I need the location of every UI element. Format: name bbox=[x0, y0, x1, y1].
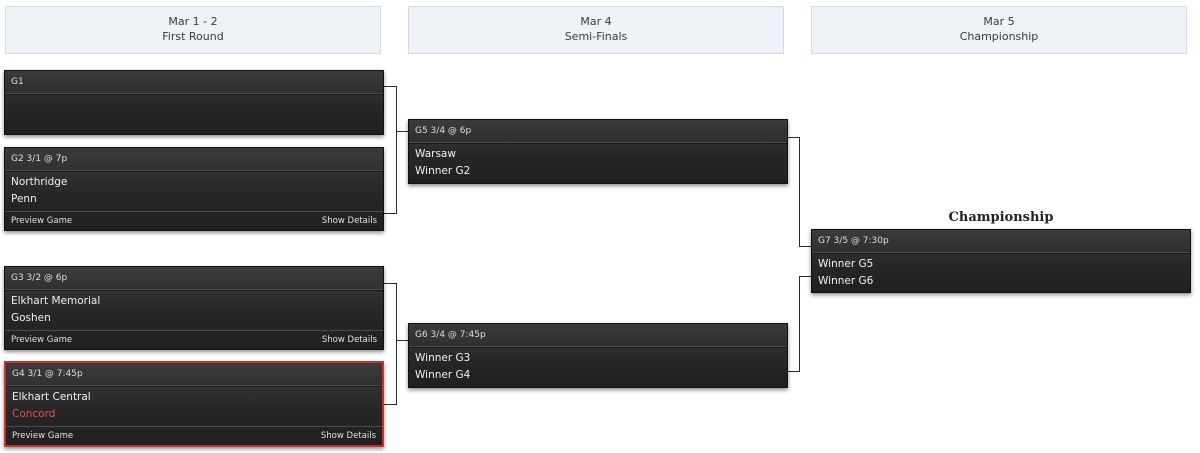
round-header-first-round: Mar 1 - 2 First Round bbox=[5, 6, 381, 54]
team-name[interactable]: Goshen bbox=[11, 312, 51, 324]
connector-into-g6 bbox=[396, 340, 408, 341]
game-header: G6 3/4 @ 7:45p bbox=[409, 324, 787, 347]
team-list: Winner G5 Winner G6 bbox=[812, 253, 1190, 293]
game-header: G1 bbox=[5, 71, 383, 94]
game-card-g6[interactable]: G6 3/4 @ 7:45p Winner G3 Winner G4 bbox=[408, 323, 788, 388]
show-details-link[interactable]: Show Details bbox=[321, 335, 377, 345]
connector-into-g7-lower bbox=[799, 276, 811, 277]
preview-game-link[interactable]: Preview Game bbox=[11, 216, 73, 226]
game-card-g7[interactable]: G7 3/5 @ 7:30p Winner G5 Winner G6 bbox=[811, 229, 1191, 293]
game-card-g5[interactable]: G5 3/4 @ 6p Warsaw Winner G2 bbox=[408, 119, 788, 184]
show-details-link[interactable]: Show Details bbox=[320, 431, 376, 441]
game-header: G7 3/5 @ 7:30p bbox=[812, 230, 1190, 253]
connector-g6-g7 bbox=[788, 371, 800, 372]
preview-game-link[interactable]: Preview Game bbox=[12, 431, 74, 441]
team-list: Elkhart Central Concord bbox=[6, 386, 382, 426]
game-card-g2[interactable]: G2 3/1 @ 7p Northridge Penn Preview Game… bbox=[4, 147, 384, 231]
connector-vertical-upper-g7 bbox=[799, 137, 800, 246]
game-card-g4[interactable]: G4 3/1 @ 7:45p Elkhart Central Concord P… bbox=[4, 361, 384, 447]
show-details-link[interactable]: Show Details bbox=[321, 216, 377, 226]
connector-into-g7-upper bbox=[799, 246, 811, 247]
connector-g1-g5 bbox=[383, 86, 397, 87]
connector-g2-g5 bbox=[383, 213, 397, 214]
round-date: Mar 1 - 2 bbox=[168, 15, 218, 28]
game-footer: Preview Game Show Details bbox=[5, 330, 383, 349]
game-footer: Preview Game Show Details bbox=[6, 426, 382, 445]
team-name[interactable]: Elkhart Central bbox=[12, 391, 91, 403]
team-name[interactable]: Winner G6 bbox=[818, 275, 874, 287]
connector-g5-g7 bbox=[788, 137, 800, 138]
connector-into-g5 bbox=[396, 131, 408, 132]
connector-g4-g6 bbox=[383, 404, 397, 405]
team-name[interactable]: Winner G3 bbox=[415, 352, 471, 364]
team-name[interactable]: Warsaw bbox=[415, 148, 456, 160]
connector-vertical-g5 bbox=[396, 86, 397, 214]
round-date: Mar 4 bbox=[580, 15, 612, 28]
team-list: Warsaw Winner G2 bbox=[409, 143, 787, 183]
round-name: First Round bbox=[162, 30, 224, 43]
round-header-championship: Mar 5 Championship bbox=[811, 6, 1187, 54]
game-header: G2 3/1 @ 7p bbox=[5, 148, 383, 171]
round-name: Semi-Finals bbox=[564, 30, 628, 43]
connector-vertical-lower-g7 bbox=[799, 276, 800, 372]
round-header-semi-finals: Mar 4 Semi-Finals bbox=[408, 6, 784, 54]
team-name[interactable]: Winner G4 bbox=[415, 369, 471, 381]
preview-game-link[interactable]: Preview Game bbox=[11, 335, 73, 345]
round-name: Championship bbox=[959, 30, 1039, 43]
team-list: Northridge Penn bbox=[5, 171, 383, 211]
team-name-eliminated[interactable]: Concord bbox=[12, 408, 56, 420]
team-name[interactable]: Winner G2 bbox=[415, 165, 471, 177]
game-card-g3[interactable]: G3 3/2 @ 6p Elkhart Memorial Goshen Prev… bbox=[4, 266, 384, 350]
game-header: G5 3/4 @ 6p bbox=[409, 120, 787, 143]
round-date: Mar 5 bbox=[983, 15, 1015, 28]
team-list: Elkhart Memorial Goshen bbox=[5, 290, 383, 330]
game-header: G4 3/1 @ 7:45p bbox=[6, 363, 382, 386]
connector-vertical-g6 bbox=[396, 283, 397, 405]
connector-g3-g6 bbox=[383, 283, 397, 284]
team-list: Winner G3 Winner G4 bbox=[409, 347, 787, 387]
game-card-g1[interactable]: G1 bbox=[4, 70, 384, 135]
game-footer: Preview Game Show Details bbox=[5, 211, 383, 230]
team-name[interactable]: Northridge bbox=[11, 176, 68, 188]
team-name[interactable]: Penn bbox=[11, 193, 37, 205]
game-header: G3 3/2 @ 6p bbox=[5, 267, 383, 290]
championship-title: Championship bbox=[948, 210, 1054, 225]
team-name[interactable]: Elkhart Memorial bbox=[11, 295, 101, 307]
team-name[interactable]: Winner G5 bbox=[818, 258, 874, 270]
